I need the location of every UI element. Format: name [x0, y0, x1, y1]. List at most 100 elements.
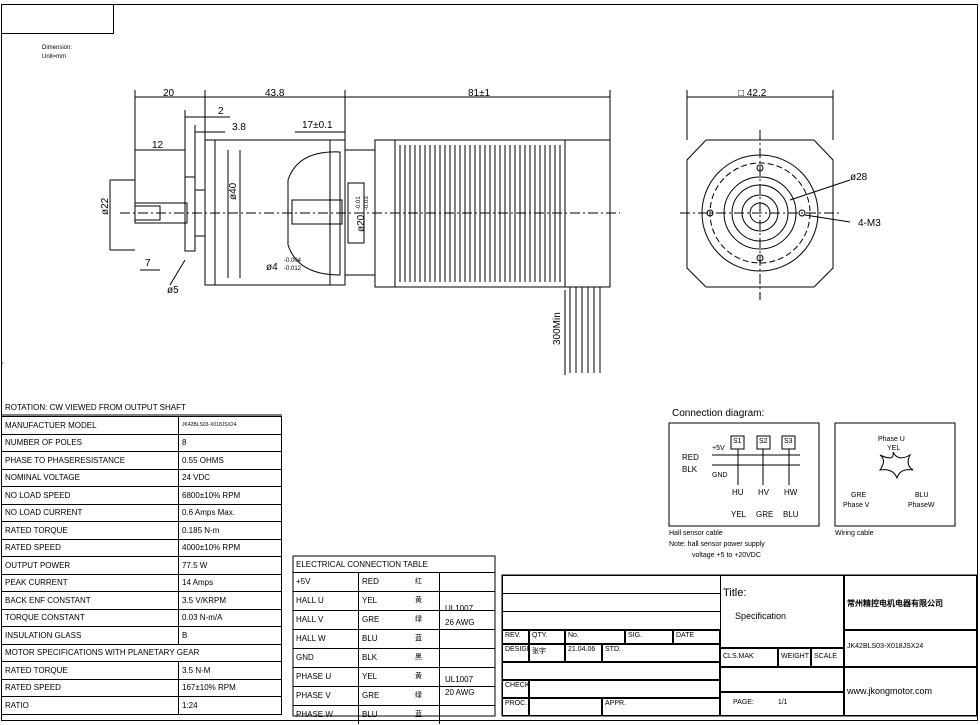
tb-appr: APPR.: [602, 698, 720, 716]
phase-v: Phase V: [843, 502, 870, 509]
elec-color-cn: 绿: [415, 692, 422, 699]
connection-diagram-box: [668, 422, 820, 527]
conn-blk: BLK: [682, 465, 698, 474]
tb-page: PAGE: 1/1: [720, 692, 844, 716]
spec-value: 77.5 W: [178, 556, 282, 575]
wiring-cable-label: Wiring cable: [835, 530, 874, 537]
dim-5: ø5: [167, 285, 179, 296]
tb-qty: QTY.: [529, 630, 565, 644]
elec-divider: [439, 668, 440, 686]
tb-design: DESIGN: [502, 644, 529, 662]
elec-color-cn: 蓝: [415, 635, 422, 642]
conn-s2: S2: [759, 438, 768, 445]
elec-row: GND BLK 黑: [293, 648, 495, 667]
elec-color: BLK: [358, 649, 377, 667]
phase-u: Phase U: [878, 436, 905, 443]
conn-hw: HW: [784, 488, 798, 497]
elec-color: YEL: [358, 592, 377, 610]
tb-no: No.: [565, 630, 625, 644]
spec-label: BACK ENF CONSTANT: [1, 591, 179, 610]
elec-color: YEL: [358, 668, 377, 686]
conn-hu: HU: [732, 488, 744, 497]
tb-date: DATE: [673, 630, 720, 644]
dim-42: □ 42.2: [738, 88, 767, 99]
conn-plus5: +5V: [712, 445, 725, 452]
connection-title: Connection diagram:: [672, 408, 765, 419]
conn-blu: BLU: [783, 510, 799, 519]
dim-3-8: 3.8: [232, 122, 246, 133]
phase-u-color: YEL: [887, 445, 901, 452]
wiring-box: [834, 422, 956, 527]
spec-value: 8: [178, 433, 282, 452]
dim-20h-tol-up: -0.01: [356, 196, 362, 210]
rotation-note: ROTATION: CW VIEWED FROM OUTPUT SHAFT: [5, 403, 186, 412]
tb-website: www.jkongmotor.com: [844, 667, 977, 716]
elec-signal: HALL U: [296, 596, 324, 605]
conn-gre: GRE: [756, 510, 774, 519]
dim-20h-tol-dn: -0.03: [364, 196, 370, 210]
phase-v-color: GRE: [851, 492, 867, 499]
spec-row: MOTOR SPECIFICATIONS WITH PLANETARY GEAR: [1, 643, 282, 662]
tb-designer: 张宇: [529, 644, 565, 662]
tb-weight: WEIGHT: [778, 648, 811, 667]
dim-2: 2: [218, 106, 224, 117]
dim-4-tol-dn: -0.012: [284, 266, 302, 272]
spec-label: PHASE TO PHASERESISTANCE: [1, 451, 179, 470]
cable-2-awg: 20 AWG: [445, 688, 475, 697]
conn-s1: S1: [733, 438, 742, 445]
spec-value: JK42BLS03-X018JSX24: [178, 416, 282, 435]
dimension-label: Dimension:: [42, 45, 73, 51]
elec-signal: +5V: [296, 577, 311, 586]
elec-color-cn: 黑: [415, 654, 422, 661]
elec-color-cn: 蓝: [415, 711, 422, 718]
spec-label: PEAK CURRENT: [1, 573, 179, 592]
spec-value: B: [178, 626, 282, 645]
hall-cable-label: Hall sensor cable: [669, 530, 723, 537]
spec-label: RATED SPEED: [1, 538, 179, 557]
tb-check: CHECK: [502, 680, 529, 698]
elec-color-cn: 绿: [415, 616, 422, 623]
spec-label: RATIO: [1, 696, 179, 715]
tb-model: JK42BLS03-X018JSX24: [844, 630, 977, 667]
motor-fins: [399, 145, 561, 282]
tb-blank-1: [502, 662, 720, 680]
tb-proc: PROC.: [502, 698, 529, 716]
tb-page-value: 1/1: [777, 699, 788, 706]
corner-box: [1, 4, 114, 34]
elec-color-cn: 黄: [415, 597, 422, 604]
elec-signal: GND: [296, 653, 314, 662]
elec-signal: PHASE V: [296, 691, 331, 700]
spec-label: NOMINAL VOLTAGE: [1, 468, 179, 487]
spec-label: MOTOR SPECIFICATIONS WITH PLANETARY GEAR: [1, 643, 282, 662]
elec-signal: PHASE U: [296, 672, 332, 681]
dim-m3: 4-M3: [858, 218, 881, 229]
spec-value: 3.5 N-M: [178, 661, 282, 680]
dim-7: 7: [145, 258, 151, 269]
motor-front-view: [680, 90, 851, 300]
elec-signal: PHASE W: [296, 710, 333, 719]
tb-std: STD.: [602, 644, 720, 662]
spec-value: 0.55 OHMS: [178, 451, 282, 470]
spec-value: 0.6 Amps Max.: [178, 503, 282, 522]
cable-1: UL1007: [445, 604, 474, 613]
elec-color: BLU: [358, 706, 378, 724]
spec-value: 4000±10% RPM: [178, 538, 282, 557]
tb-cls: CLS.MAK: [720, 648, 778, 667]
tb-check-blank: [529, 680, 720, 698]
elec-color-cn: 红: [415, 578, 422, 585]
elec-table-title: ELECTRICAL CONNECTION TABLE: [296, 560, 428, 569]
tb-blank-grid: [502, 575, 720, 630]
phase-w-color: BLU: [915, 492, 929, 499]
spec-label: MANUFACTUER MODEL: [1, 416, 179, 435]
